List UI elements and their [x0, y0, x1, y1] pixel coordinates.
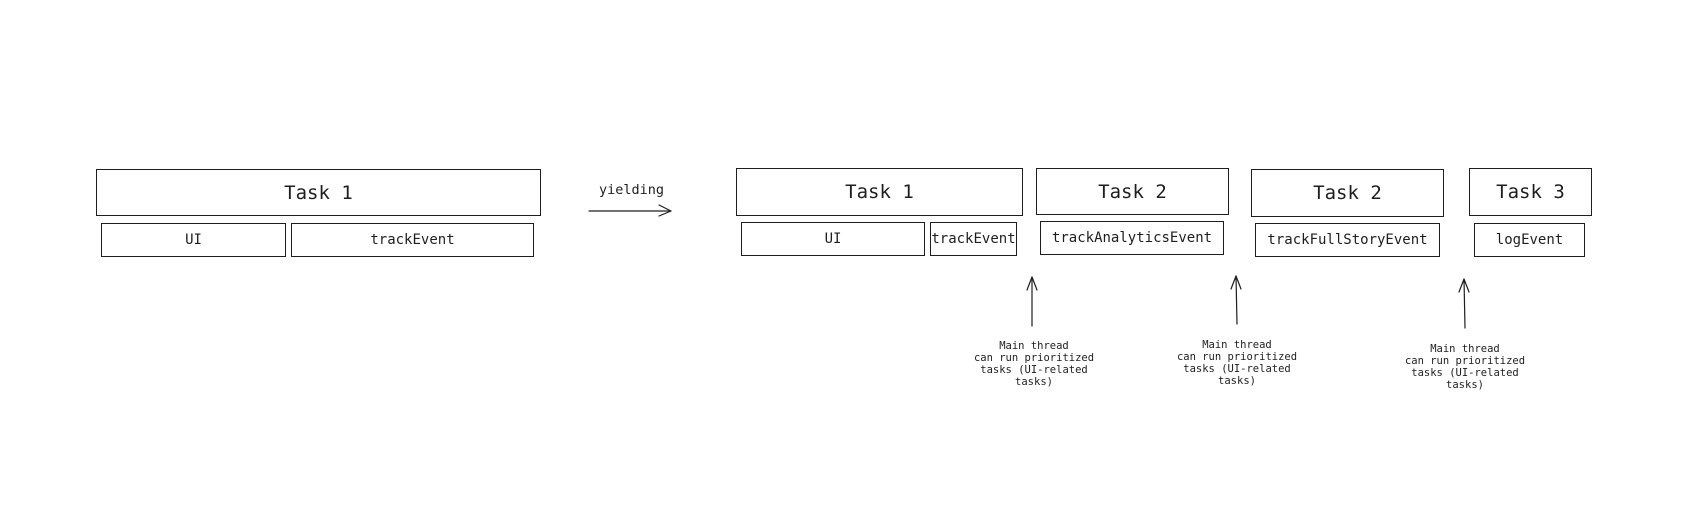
annotation-1-line-3: tasks (UI-related tasks): [980, 364, 1088, 388]
before-subtask-trackevent-label: trackEvent: [370, 232, 455, 248]
after-task-1-box: Task 1: [736, 168, 1023, 216]
after-subtask-ui-label: UI: [824, 231, 842, 247]
before-task-1-label: Task 1: [284, 181, 353, 204]
yielding-label: yielding: [599, 182, 665, 198]
after-subtask-trackfullstoryevent-box: trackFullStoryEvent: [1255, 223, 1440, 257]
annotation-3-line-2: can run prioritized: [1404, 355, 1526, 367]
before-subtask-ui-label: UI: [185, 232, 202, 248]
after-subtask-logevent-label: logEvent: [1495, 232, 1564, 248]
after-task-2b-box: Task 2: [1251, 169, 1444, 217]
after-subtask-trackanalyticsevent-box: trackAnalyticsEvent: [1040, 221, 1224, 255]
annotation-1-line-1: Main thread: [999, 340, 1069, 352]
annotation-2-line-3: tasks (UI-related tasks): [1183, 363, 1291, 387]
annotation-arrow-2: [1230, 275, 1242, 325]
after-subtask-trackanalyticsevent-label: trackAnalyticsEvent: [1051, 230, 1213, 246]
before-task-1-box: Task 1: [96, 169, 541, 216]
annotation-1-line-2: can run prioritized: [973, 352, 1095, 364]
after-task-3-box: Task 3: [1469, 168, 1592, 216]
after-task-1-label: Task 1: [845, 181, 914, 203]
after-subtask-logevent-box: logEvent: [1474, 223, 1585, 257]
before-subtask-trackevent-box: trackEvent: [291, 223, 534, 257]
annotation-arrow-3: [1458, 278, 1470, 329]
annotation-arrow-1: [1026, 276, 1038, 327]
annotation-3-line-3: tasks (UI-related tasks): [1411, 367, 1519, 391]
annotation-note-1: Main thread can run prioritized tasks (U…: [959, 340, 1109, 388]
after-task-2a-box: Task 2: [1036, 168, 1229, 215]
after-task-2b-label: Task 2: [1313, 182, 1382, 204]
after-subtask-trackevent-label: trackEvent: [931, 231, 1016, 247]
annotation-2-line-2: can run prioritized: [1176, 351, 1298, 363]
after-subtask-trackevent-box: trackEvent: [930, 222, 1017, 256]
yielding-arrow: [588, 204, 672, 217]
annotation-note-3: Main thread can run prioritized tasks (U…: [1390, 343, 1540, 391]
annotation-note-2: Main thread can run prioritized tasks (U…: [1162, 339, 1312, 387]
before-subtask-ui-box: UI: [101, 223, 286, 257]
after-task-2a-label: Task 2: [1098, 180, 1167, 203]
after-task-3-label: Task 3: [1496, 181, 1565, 203]
annotation-2-line-1: Main thread: [1202, 339, 1272, 351]
after-subtask-ui-box: UI: [741, 222, 925, 256]
after-subtask-trackfullstoryevent-label: trackFullStoryEvent: [1267, 232, 1428, 248]
annotation-3-line-1: Main thread: [1430, 343, 1500, 355]
